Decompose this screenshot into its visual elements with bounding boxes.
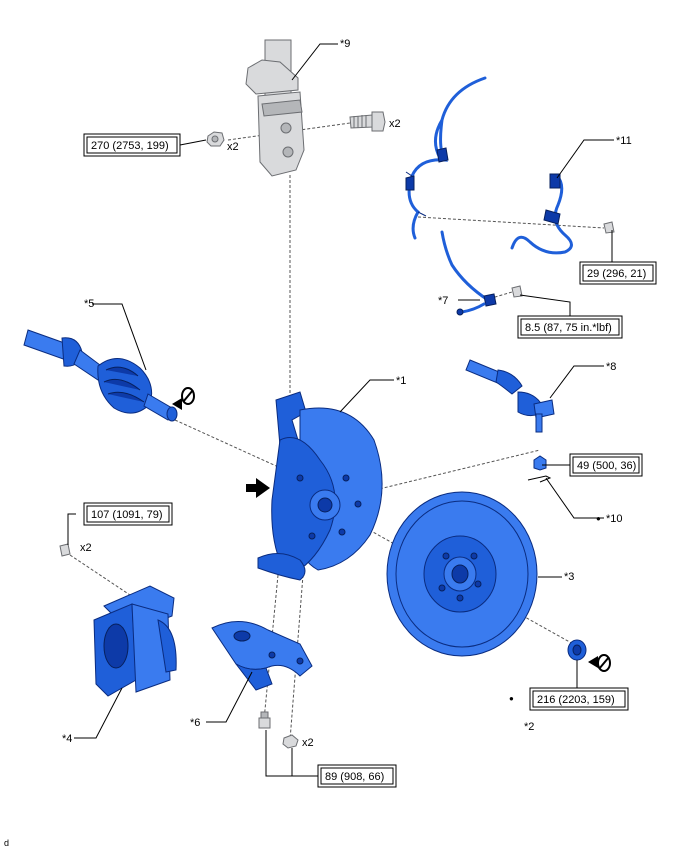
bracket-nut xyxy=(282,734,299,749)
bracket-bolt xyxy=(258,711,271,729)
torque-box-29: 29 (296, 21) xyxy=(579,261,657,285)
speed-sensor-harness xyxy=(405,76,497,316)
torque-value: 270 (2753, 199) xyxy=(91,140,169,152)
front-direction-arrow xyxy=(246,478,270,498)
callout-9: *9 xyxy=(340,38,350,50)
strut-bolt xyxy=(349,111,386,132)
leader-lines xyxy=(67,43,614,777)
strut-nut xyxy=(206,131,225,147)
torque-box-107: 107 (1091, 79) xyxy=(83,502,173,526)
tie-rod-end xyxy=(465,359,555,433)
callout-4: *4 xyxy=(62,733,72,745)
bullet-marker: ● xyxy=(596,514,601,523)
callout-5: *5 xyxy=(84,298,94,310)
torque-box-85: 8.5 (87, 75 in.*lbf) xyxy=(517,315,623,339)
callout-8: *8 xyxy=(606,361,616,373)
torque-box-49: 49 (500, 36) xyxy=(569,453,643,477)
torque-box-89: 89 (908, 66) xyxy=(317,764,397,788)
torque-box-216: 216 (2203, 159) xyxy=(529,687,629,711)
callout-11: *11 xyxy=(616,135,632,147)
do-not-reuse-icon xyxy=(172,387,195,410)
caliper-bolt xyxy=(59,543,71,557)
do-not-reuse-icon xyxy=(588,654,611,672)
bullet-marker: ● xyxy=(509,694,514,703)
quantity-label: x2 xyxy=(302,737,314,749)
caliper-bracket xyxy=(211,621,313,691)
quantity-label: x2 xyxy=(227,141,239,153)
drive-shaft xyxy=(23,329,178,422)
disc-rotor xyxy=(386,491,538,657)
steering-knuckle xyxy=(257,391,383,581)
torque-value: 216 (2203, 159) xyxy=(537,694,615,706)
axle-nut xyxy=(567,639,587,661)
callout-7: *7 xyxy=(438,295,448,307)
torque-value: 8.5 (87, 75 in.*lbf) xyxy=(525,322,612,334)
callout-3: *3 xyxy=(564,571,574,583)
brake-caliper xyxy=(93,585,177,697)
torque-box-270: 270 (2753, 199) xyxy=(83,133,181,157)
shock-absorber xyxy=(245,39,305,177)
callout-1: *1 xyxy=(396,375,406,387)
torque-value: 89 (908, 66) xyxy=(325,771,384,783)
torque-value: 29 (296, 21) xyxy=(587,268,646,280)
torque-value: 107 (1091, 79) xyxy=(91,509,163,521)
cotter-pin xyxy=(527,475,552,483)
callout-6: *6 xyxy=(190,717,200,729)
callout-2: *2 xyxy=(524,721,534,733)
torque-value: 49 (500, 36) xyxy=(577,460,636,472)
quantity-label: x2 xyxy=(80,542,92,554)
figure-id: d xyxy=(4,838,9,848)
sensor-bolt-85 xyxy=(511,285,523,298)
flexible-hose xyxy=(510,173,573,255)
quantity-label: x2 xyxy=(389,118,401,130)
callout-10: *10 xyxy=(606,513,623,525)
tie-rod-nut xyxy=(533,455,547,471)
